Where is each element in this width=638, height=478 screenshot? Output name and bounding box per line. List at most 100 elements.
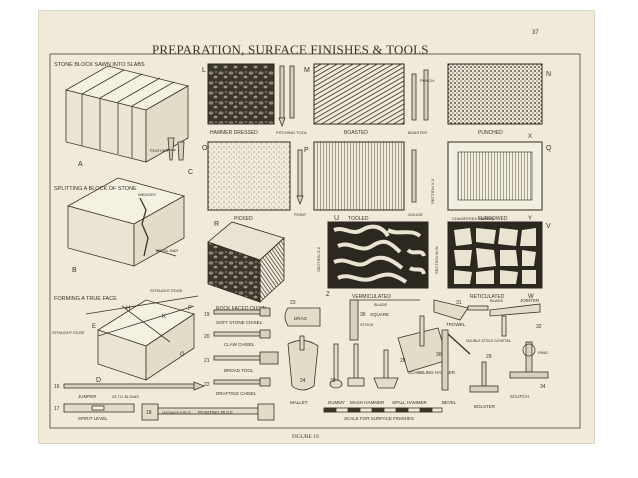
label-spirit-level: SPIRIT LEVEL — [78, 416, 108, 421]
jumper-illustration — [63, 381, 206, 391]
chisels-illustration — [213, 307, 279, 387]
label-mallet: MALLET — [290, 400, 308, 405]
label-drag: DRAG — [294, 316, 308, 321]
scutch-illustration — [509, 341, 549, 379]
label-drafting-chisel: DRAFTING CHISEL — [216, 391, 257, 396]
letter-q: Q — [546, 145, 552, 152]
number-28: 28 — [400, 358, 406, 364]
number-36: 36 — [360, 312, 366, 318]
label-scabbling-hammer: SCABBLING HAMMER — [408, 370, 456, 375]
vermiculated-pattern — [333, 224, 426, 284]
label-boaster: BOASTER — [408, 130, 427, 135]
letter-v: V — [546, 223, 551, 230]
caption-rock-faced-quoin: ROCK FACED QUOIN — [216, 306, 267, 312]
label-forming-true-face: FORMING A TRUE FACE — [54, 296, 117, 302]
label-blade-2: BLADE — [490, 298, 503, 303]
letter-e: E — [92, 324, 96, 330]
letter-n: N — [546, 71, 551, 78]
letter-p: P — [304, 147, 309, 154]
number-30: 30 — [436, 352, 442, 358]
label-metal-bar: METAL BAR — [156, 248, 178, 253]
label-blade: BLADE — [374, 302, 387, 307]
boaster-punch-illustration — [411, 69, 429, 121]
spirit-level-illustration — [63, 403, 135, 413]
gouge-illustration — [411, 149, 417, 203]
letter-r: R — [214, 221, 219, 228]
label-feather: FEATHER — [150, 148, 168, 153]
label-wedges: WEDGES — [138, 192, 156, 197]
furrowed-grooves — [457, 151, 533, 201]
drag-illustration — [284, 307, 321, 327]
number-17: 17 — [54, 406, 60, 412]
swatch-picked — [207, 141, 291, 211]
label-square: SQUARE — [370, 312, 389, 317]
label-pointing-rule: POINTING RULE — [198, 410, 233, 415]
number-19: 19 — [204, 312, 210, 318]
label-jumper: JUMPER — [78, 394, 97, 399]
caption-boasted: BOASTED — [344, 130, 368, 136]
true-face-diagram — [85, 295, 199, 381]
mallet-illustration — [287, 335, 319, 391]
label-scale: SCALE FOR SURFACE FINISHES — [344, 416, 414, 421]
number-24: 24 — [300, 378, 306, 384]
pointing-rule-illustration — [141, 403, 275, 421]
jointer-illustration — [489, 303, 541, 337]
label-punch: PUNCH — [420, 78, 434, 83]
mark-y: Y — [528, 216, 532, 222]
letter-m: M — [304, 67, 310, 74]
page-number: 37 — [532, 30, 539, 36]
number-31: 31 — [456, 300, 462, 306]
number-16: 16 — [54, 384, 60, 390]
bevel-illustration — [441, 329, 471, 391]
letter-h: H — [126, 306, 130, 312]
label-double-stock-dovetail: DOUBLE STOCK DOVETAIL — [466, 339, 511, 343]
caption-furrowed: FURROWED — [478, 216, 508, 222]
caption-hammer-dressed: HAMMER DRESSED — [210, 130, 258, 136]
splitting-block-diagram — [66, 177, 186, 267]
label-splitting-block: SPLITTING A BLOCK OF STONE — [54, 186, 137, 192]
letter-k: K — [162, 314, 166, 320]
figure-plate: 37 PREPARATION, SURFACE FINISHES & TOOLS… — [38, 10, 595, 444]
number-21: 21 — [204, 358, 210, 364]
plate-title: PREPARATION, SURFACE FINISHES & TOOLS — [152, 42, 429, 57]
label-distance-piece: DISTANCE PIECE — [162, 411, 192, 415]
swatch-punched — [447, 63, 543, 125]
number-22: 22 — [204, 382, 210, 388]
label-jumper-dims: 25 TO 38 DIAS — [112, 394, 139, 399]
label-bevel: BEVEL — [442, 400, 457, 405]
label-ring: RING — [538, 350, 548, 355]
figure-caption: FIGURE 19 — [292, 434, 319, 440]
number-33: 33 — [330, 378, 336, 384]
mark-z: Z — [326, 292, 330, 298]
swatch-tooled — [313, 141, 405, 211]
label-straight-edge: STRAIGHT EDGE — [150, 288, 183, 293]
label-broad-tool: BROAD TOOL — [224, 368, 254, 373]
letter-o: O — [202, 145, 208, 152]
bolster-illustration — [469, 361, 499, 393]
scale-bar — [323, 407, 443, 413]
trowel-illustration — [433, 299, 489, 321]
label-pitching-tool: PITCHING TOOL — [276, 130, 308, 135]
point-gouge-illustration — [296, 149, 304, 206]
label-claw-chisel: CLAW CHISEL — [224, 342, 255, 347]
letter-d: D — [96, 377, 101, 384]
label-trowel: TROWEL — [446, 322, 466, 327]
letter-l: L — [202, 67, 206, 74]
number-20: 20 — [204, 334, 210, 340]
reticulated-pattern — [454, 228, 536, 284]
label-section-xx: SECTION X-X — [430, 178, 435, 204]
swatch-hammer-dressed — [207, 63, 275, 125]
number-23: 23 — [290, 300, 296, 306]
label-gouge: GOUGE — [408, 212, 423, 217]
mark-x: X — [528, 134, 532, 140]
label-soft-stone-chisel: SOFT STONE CHISEL — [216, 320, 263, 325]
letter-b: B — [72, 267, 77, 274]
wedge-feather-detail — [166, 137, 185, 161]
label-stock: STOCK — [360, 322, 374, 327]
letter-c: C — [188, 169, 193, 176]
label-point: POINT — [294, 212, 307, 217]
pitching-tool-illustration — [278, 65, 295, 128]
caption-picked: PICKED — [234, 216, 253, 222]
stone-block-sawn-diagram — [64, 65, 190, 163]
label-spall-hammer: SPALL HAMMER — [392, 400, 428, 405]
